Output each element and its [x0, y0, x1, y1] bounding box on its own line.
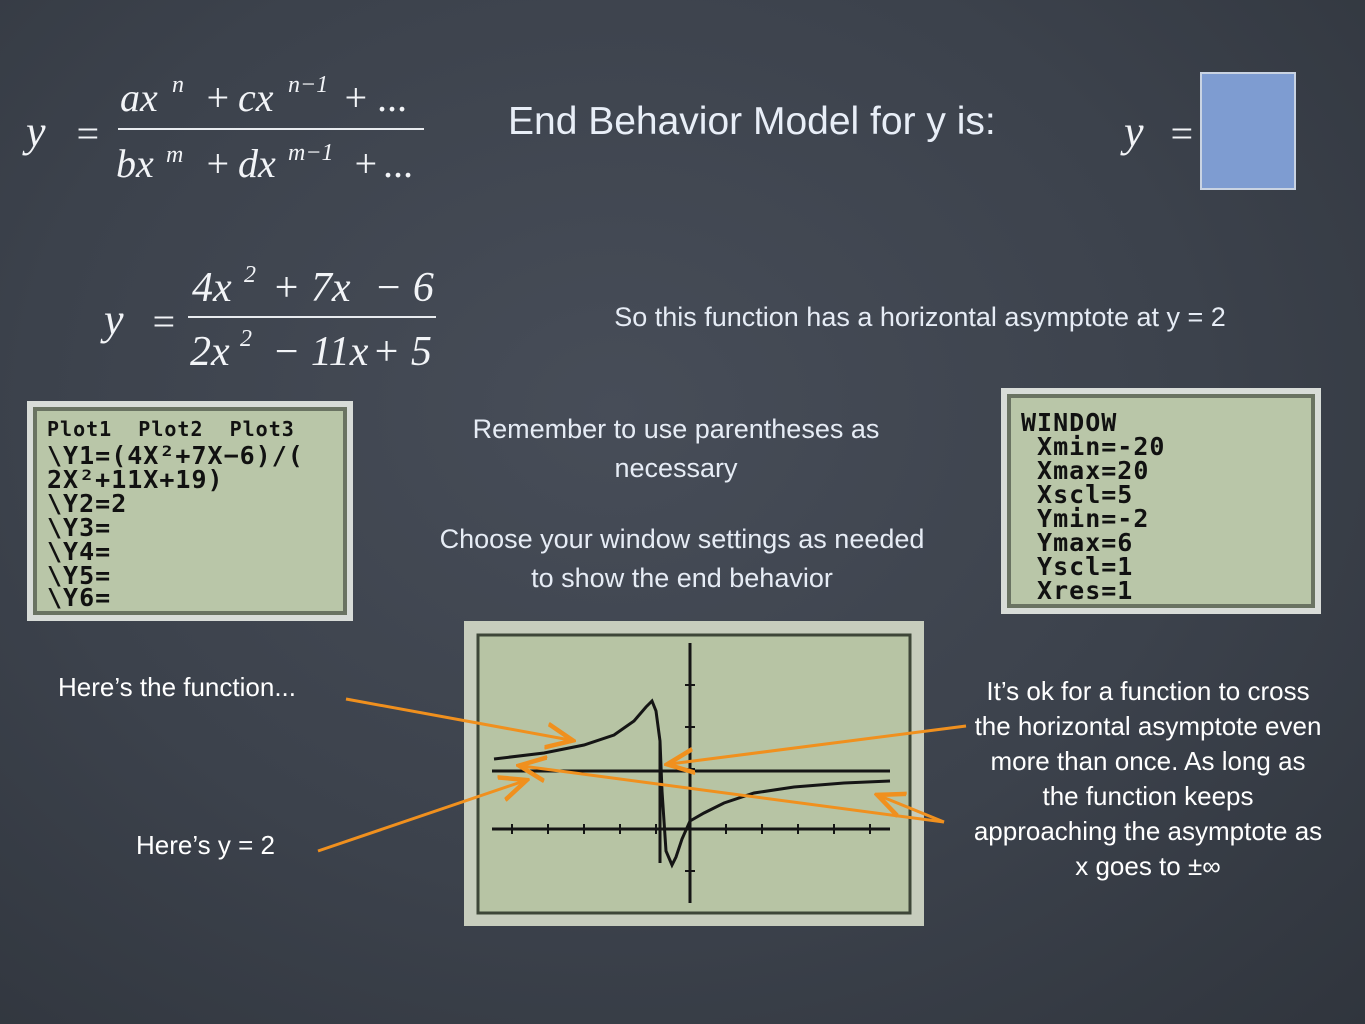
- numerator-a-term: ax: [120, 75, 158, 120]
- numerator-c-term: cx: [238, 75, 274, 120]
- denominator-d-term: dx: [238, 141, 276, 186]
- general-fraction-bar: [118, 128, 424, 130]
- window-line-2: Xmin=-20: [1021, 432, 1166, 461]
- example-den-term-3: + 5: [372, 329, 432, 375]
- answer-box[interactable]: [1200, 72, 1296, 190]
- denominator-b-term: bx: [116, 141, 154, 186]
- arrow-to-left-approach: [522, 766, 945, 824]
- cross-note-line-3: more than once. As long as: [990, 746, 1306, 776]
- x-axis-ticks: [511, 824, 871, 834]
- arrow-to-right-approach: [880, 796, 945, 824]
- numerator-dots: ...: [378, 75, 408, 120]
- example-den-term-1: 2x: [190, 329, 230, 375]
- arrow-to-first-crossing: [670, 724, 967, 764]
- example-den-term-2: − 11x: [272, 329, 369, 375]
- example-num-term-1: 4x: [192, 265, 232, 311]
- window-line-6: Ymax=6: [1021, 528, 1134, 557]
- general-equals: =: [74, 111, 101, 156]
- window-settings-screen: WINDOW Xmin=-20 Xmax=20 Xscl=5 Ymin=-2 Y…: [1001, 388, 1321, 614]
- y-editor-line-3: \Y2=2: [47, 489, 128, 518]
- denominator-plus-2: +: [352, 141, 379, 186]
- cross-note-line-2: the horizontal asymptote even: [974, 711, 1322, 741]
- example-num-term-2: + 7x: [272, 265, 351, 311]
- parentheses-note: Remember to use parentheses as necessary: [400, 410, 952, 488]
- ebm-y: y: [1124, 107, 1144, 156]
- y-editor-line-1: \Y1=(4X²+7X−6)/(: [47, 441, 304, 470]
- y-editor-line-7: \Y6=: [47, 583, 112, 612]
- y-editor-line-2: 2X²+11X+19): [47, 465, 224, 494]
- example-den-exp: 2: [240, 326, 252, 352]
- denominator-m-exponent: m: [166, 142, 184, 168]
- y-editor-line-4: \Y3=: [47, 513, 112, 542]
- numerator-n-minus-1-exponent: n−1: [288, 72, 329, 98]
- ebm-heading: End Behavior Model for y is:: [508, 100, 996, 143]
- window-line-3: Xmax=20: [1021, 456, 1150, 485]
- arrow-to-function: [345, 697, 570, 740]
- numerator-n-exponent: n: [172, 72, 184, 98]
- denominator-m-minus-1-exponent: m−1: [288, 140, 334, 166]
- function-label: Here’s the function...: [58, 672, 296, 702]
- numerator-plus-2: +: [342, 75, 369, 120]
- cross-note-line-4: the function keeps: [1042, 781, 1254, 811]
- example-fraction-bar: [188, 316, 436, 318]
- y2-label: Here’s y = 2: [136, 830, 275, 860]
- window-line-1: WINDOW: [1021, 408, 1118, 437]
- cross-note-line-6: x goes to ±∞: [1075, 851, 1221, 881]
- denominator-dots: ...: [384, 141, 414, 186]
- y-editor-screen: Plot1 Plot2 Plot3 \Y1=(4X²+7X−6)/( 2X²+1…: [27, 401, 353, 621]
- example-y: y: [104, 295, 124, 344]
- window-line-5: Ymin=-2: [1021, 504, 1150, 533]
- y-editor-header: Plot1 Plot2 Plot3: [47, 417, 295, 441]
- arrow-to-asymptote: [317, 781, 524, 853]
- cross-note: It’s ok for a function to cross the hori…: [944, 674, 1352, 884]
- general-y: y: [26, 107, 46, 156]
- window-note-line-2: to show the end behavior: [531, 563, 833, 593]
- parentheses-note-line-2: necessary: [614, 453, 738, 483]
- denominator-plus-1: +: [204, 141, 231, 186]
- asymptote-note: So this function has a horizontal asympt…: [614, 302, 1226, 332]
- ebm-equals: =: [1168, 111, 1195, 156]
- window-line-7: Yscl=1: [1021, 552, 1134, 581]
- parentheses-note-line-1: Remember to use parentheses as: [472, 414, 880, 444]
- numerator-plus-1: +: [204, 75, 231, 120]
- window-note: Choose your window settings as needed to…: [380, 520, 984, 598]
- window-note-line-1: Choose your window settings as needed: [439, 524, 925, 554]
- example-equals: =: [150, 299, 177, 344]
- cross-note-line-5: approaching the asymptote as: [973, 816, 1323, 846]
- y-editor-line-5: \Y4=: [47, 537, 112, 566]
- window-line-4: Xscl=5: [1021, 480, 1134, 509]
- window-line-8: Xres=1: [1021, 576, 1134, 605]
- example-num-exp: 2: [244, 262, 256, 288]
- example-num-term-3: − 6: [374, 265, 434, 311]
- cross-note-line-1: It’s ok for a function to cross: [986, 676, 1310, 706]
- y-editor-line-6: \Y5=: [47, 561, 112, 590]
